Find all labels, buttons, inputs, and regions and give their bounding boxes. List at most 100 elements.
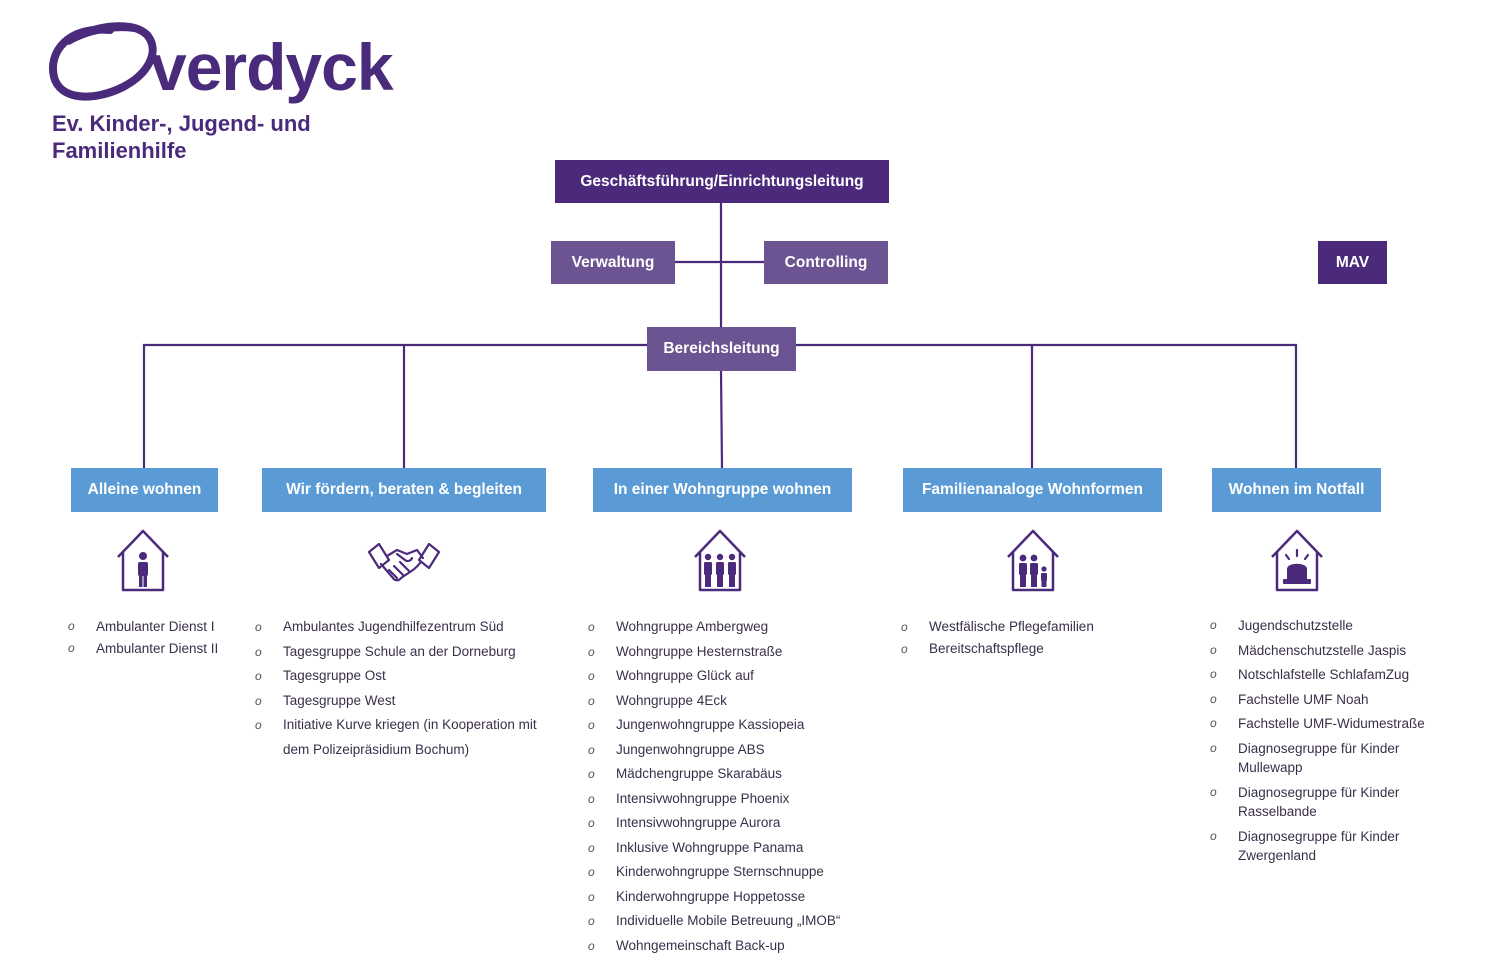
bullet-icon: o bbox=[68, 640, 75, 655]
logo-text: verdyck bbox=[150, 30, 394, 104]
list-item-label: Diagnosegruppe für Kinder Zwergenland bbox=[1238, 828, 1400, 864]
handshake-icon bbox=[367, 542, 441, 582]
list-item: o Jugendschutzstelle bbox=[1210, 616, 1450, 636]
list-item-label: Mädchengruppe Skarabäus bbox=[616, 766, 782, 781]
bullet-icon: o bbox=[588, 865, 595, 879]
bullet-icon: o bbox=[588, 644, 595, 659]
bullet-icon: o bbox=[1210, 740, 1217, 755]
bullet-icon: o bbox=[1210, 691, 1217, 706]
list-item-label: Wohngruppe Ambergweg bbox=[616, 619, 769, 634]
list-item-label: Fachstelle UMF-Widumestraße bbox=[1238, 716, 1425, 731]
bullet-icon: o bbox=[588, 693, 595, 708]
list-item-label: Inklusive Wohngruppe Panama bbox=[616, 839, 804, 855]
box-mav[interactable]: MAV bbox=[1318, 241, 1387, 284]
bullet-icon: o bbox=[901, 642, 908, 656]
bullet-icon: o bbox=[588, 914, 595, 928]
list-item-label: Bereitschaftspflege bbox=[929, 641, 1044, 656]
list-item: o Diagnosegruppe für Kinder Rasselbande bbox=[1210, 783, 1450, 822]
list-item: o Wohngruppe Ambergweg bbox=[588, 615, 878, 640]
bullet-icon: o bbox=[588, 938, 595, 953]
bullet-icon: o bbox=[255, 644, 262, 659]
bullet-icon: o bbox=[255, 718, 262, 732]
bullet-icon: o bbox=[1210, 828, 1217, 843]
list-item-label: Wohngruppe 4Eck bbox=[616, 692, 727, 708]
list-item-label: Diagnosegruppe für Kinder Mullewapp bbox=[1238, 740, 1400, 776]
list-item-label: Kinderwohngruppe Hoppetosse bbox=[616, 888, 806, 904]
list-item: o Ambulanter Dienst II bbox=[68, 638, 243, 660]
list-item: o Jungenwohngruppe ABS bbox=[588, 738, 878, 763]
list-item: o Jungenwohngruppe Kassiopeia bbox=[588, 713, 878, 738]
list-item: o Wohngruppe Glück auf bbox=[588, 664, 878, 689]
list-item-label: Kinderwohngruppe Sternschnuppe bbox=[616, 864, 824, 879]
alarm-house-icon bbox=[1271, 529, 1323, 592]
list-item: o Wohngruppe 4Eck bbox=[588, 689, 878, 714]
list-item-label: Jugendschutzstelle bbox=[1238, 618, 1353, 633]
bullet-icon: o bbox=[588, 791, 595, 806]
list-item: o Diagnosegruppe für Kinder Mullewapp bbox=[1210, 739, 1450, 778]
bullet-icon: o bbox=[588, 742, 595, 757]
list-item-label: Diagnosegruppe für Kinder Rasselbande bbox=[1238, 784, 1400, 820]
column-header-alleine-wohnen[interactable]: Alleine wohnen bbox=[71, 468, 218, 512]
box-bereichsleitung[interactable]: Bereichsleitung bbox=[647, 327, 796, 371]
person-house-icon bbox=[117, 529, 169, 592]
list-item-label: Jungenwohngruppe ABS bbox=[616, 741, 765, 757]
logo-tagline: Ev. Kinder-, Jugend- und Familienhilfe bbox=[52, 111, 311, 163]
bullet-icon: o bbox=[1210, 642, 1217, 657]
list-item: o Ambulanter Dienst I bbox=[68, 616, 243, 638]
box-geschaeftsfuehrung[interactable]: Geschäftsführung/Einrichtungsleitung bbox=[555, 160, 889, 203]
bullet-icon: o bbox=[255, 669, 262, 683]
list-item: o Kinderwohngruppe Hoppetosse bbox=[588, 885, 878, 910]
list-item-label: Notschlafstelle SchlafamZug bbox=[1238, 667, 1410, 682]
box-controlling[interactable]: Controlling bbox=[764, 241, 888, 284]
bullet-icon: o bbox=[588, 840, 595, 855]
bullet-icon: o bbox=[901, 620, 908, 634]
bullet-icon: o bbox=[1210, 784, 1217, 799]
column-header-notfall[interactable]: Wohnen im Notfall bbox=[1212, 468, 1381, 512]
column-header-familienanaloge[interactable]: Familienanaloge Wohnformen bbox=[903, 468, 1162, 512]
column-header-wir-foerdern[interactable]: Wir fördern, beraten & begleiten bbox=[262, 468, 546, 512]
list-item-label: Westfälische Pflegefamilien bbox=[929, 619, 1094, 634]
family-house-icon bbox=[1007, 529, 1059, 592]
list-item-label: Mädchenschutzstelle Jaspis bbox=[1238, 642, 1407, 658]
list-item: o Bereitschaftspflege bbox=[901, 638, 1141, 660]
bullet-icon: o bbox=[68, 619, 75, 633]
list-item: o Tagesgruppe Schule an der Dorneburg bbox=[255, 640, 540, 665]
list-item: o Intensivwohngruppe Phoenix bbox=[588, 787, 878, 812]
column-header-wohngruppe[interactable]: In einer Wohngruppe wohnen bbox=[593, 468, 852, 512]
list-item-label: Tagesgruppe Schule an der Dorneburg bbox=[283, 643, 516, 659]
group-house-icon bbox=[694, 529, 746, 592]
list-item-label: Ambulanter Dienst I bbox=[96, 619, 215, 634]
bullet-icon: o bbox=[255, 620, 262, 634]
bullet-icon: o bbox=[588, 889, 595, 904]
list-item-label: Individuelle Mobile Betreuung „IMOB“ bbox=[616, 913, 841, 928]
list-item: o Notschlafstelle SchlafamZug bbox=[1210, 665, 1450, 685]
list-item-label: Wohngruppe Glück auf bbox=[616, 668, 754, 683]
box-verwaltung[interactable]: Verwaltung bbox=[551, 241, 675, 284]
list-item-label: Ambulanter Dienst II bbox=[96, 640, 219, 656]
bullet-icon: o bbox=[1210, 618, 1217, 632]
bullet-icon: o bbox=[1210, 667, 1217, 681]
list-item: o Wohngemeinschaft Back-up bbox=[588, 934, 878, 959]
list-item: o Westfälische Pflegefamilien bbox=[901, 616, 1141, 638]
logo-swoosh-icon bbox=[49, 22, 157, 101]
list-item: o Kinderwohngruppe Sternschnuppe bbox=[588, 860, 878, 885]
bullet-icon: o bbox=[588, 669, 595, 683]
bullet-icon: o bbox=[588, 718, 595, 732]
list-item: o Inklusive Wohngruppe Panama bbox=[588, 836, 878, 861]
list-item: o Individuelle Mobile Betreuung „IMOB“ bbox=[588, 909, 878, 934]
list-item-label: Tagesgruppe Ost bbox=[283, 668, 386, 683]
list-item-label: Jungenwohngruppe Kassiopeia bbox=[616, 717, 805, 732]
list-item-label: Fachstelle UMF Noah bbox=[1238, 691, 1369, 707]
list-item-label: Intensivwohngruppe Phoenix bbox=[616, 790, 790, 806]
list-item-label: Wohngemeinschaft Back-up bbox=[616, 937, 785, 953]
bullet-icon: o bbox=[588, 620, 595, 634]
